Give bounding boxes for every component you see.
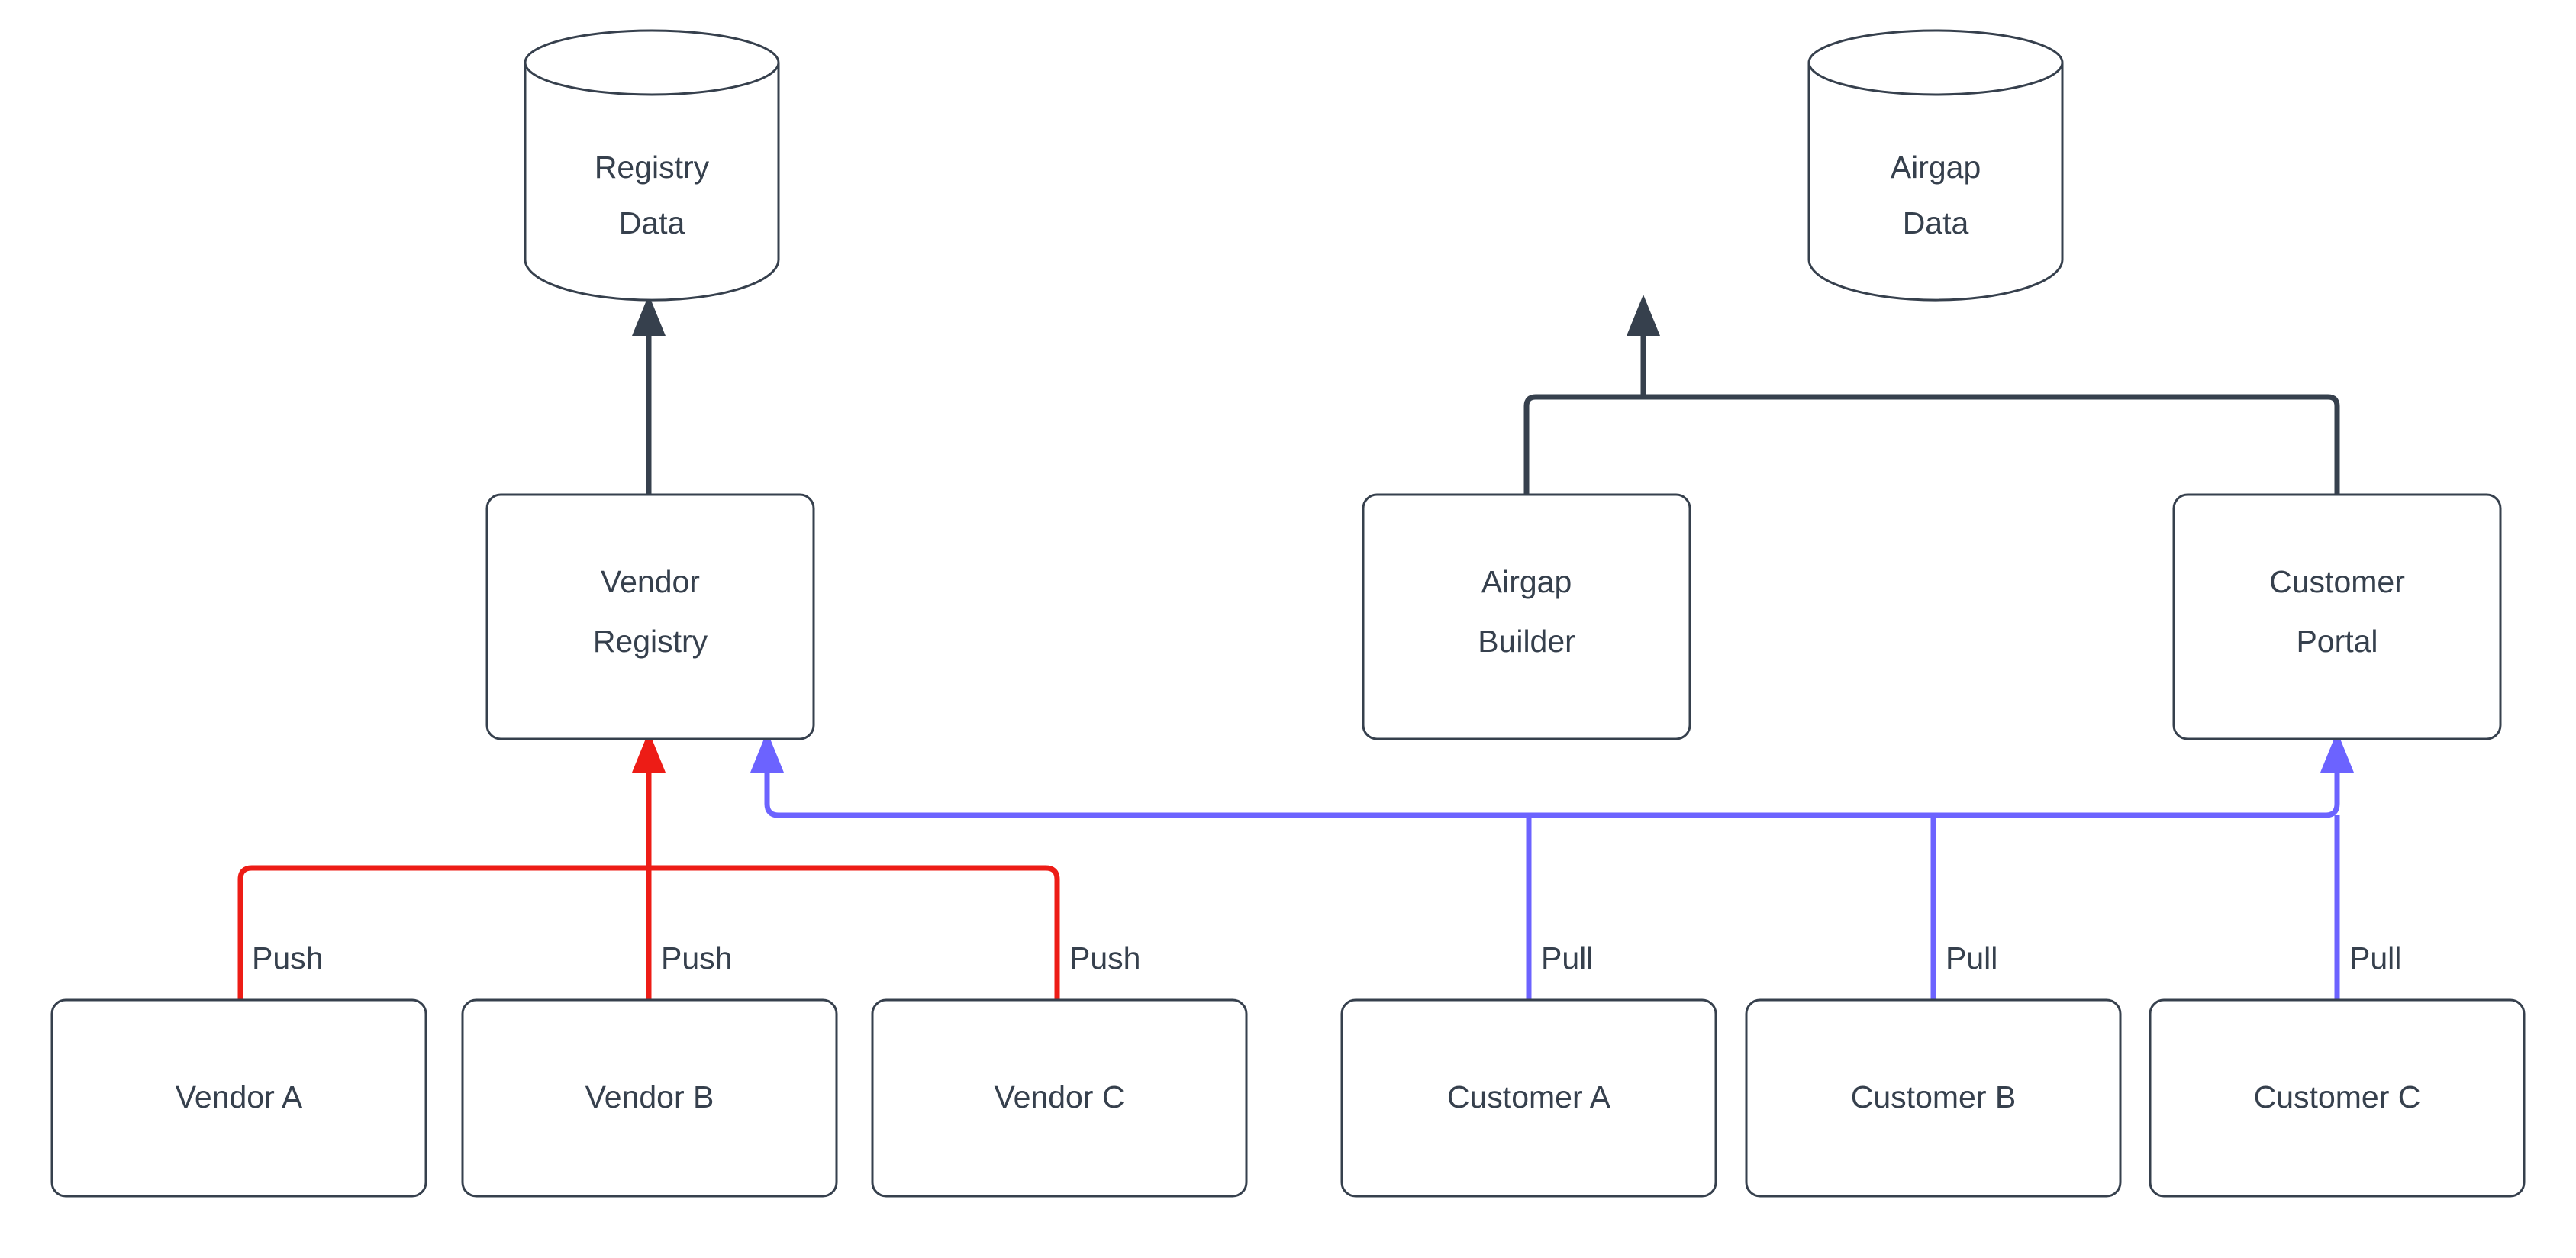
- node-box: [461, 998, 838, 1198]
- edge-label-pull-c: Pull: [2349, 940, 2401, 976]
- pull-bus-line: [764, 731, 2340, 818]
- node-label: Vendor A: [176, 1079, 303, 1114]
- node-vendor-c[interactable]: Vendor C: [871, 998, 1248, 1198]
- node-box: [1362, 493, 1691, 740]
- arrowhead-up-icon: [2320, 731, 2354, 773]
- node-vendor-registry[interactable]: Vendor Registry: [485, 493, 815, 740]
- node-box: [1745, 998, 2122, 1198]
- edge-push-bus-to-vendor-registry: [237, 731, 1060, 1000]
- edge-label-pull-a: Pull: [1541, 940, 1593, 976]
- edge-bus-line: [1523, 394, 2340, 495]
- edge-label-pull-b: Pull: [1946, 940, 1997, 976]
- node-customer-portal[interactable]: Customer Portal: [2172, 493, 2502, 740]
- datastore-airgap-data[interactable]: Airgap Data: [1807, 29, 2064, 302]
- node-box: [871, 998, 1248, 1198]
- node-label: Vendor C: [995, 1079, 1125, 1114]
- edge-vendor-registry-to-registry-data: [632, 295, 666, 495]
- node-vendor-b[interactable]: Vendor B: [461, 998, 838, 1198]
- node-label: Customer C: [2254, 1079, 2421, 1114]
- node-box: [50, 998, 427, 1198]
- node-customer-a[interactable]: Customer A: [1340, 998, 1717, 1198]
- node-box: [2172, 493, 2502, 740]
- edge-label-push-a: Push: [252, 940, 323, 976]
- edge-label-push-c: Push: [1069, 940, 1140, 976]
- arrowhead-up-icon: [632, 731, 666, 773]
- cylinder-top-icon: [1807, 29, 2064, 96]
- edge-airgap-bus-to-airgap-data: [1523, 295, 2340, 495]
- arrowhead-up-icon: [1627, 295, 1660, 336]
- node-label-line1: Customer: [2269, 564, 2405, 599]
- node-customer-c[interactable]: Customer C: [2149, 998, 2526, 1198]
- node-airgap-builder[interactable]: Airgap Builder: [1362, 493, 1691, 740]
- datastore-label-line1: Registry: [595, 150, 710, 185]
- datastore-registry-data[interactable]: Registry Data: [524, 29, 780, 302]
- arrowhead-up-icon: [750, 731, 784, 773]
- node-vendor-a[interactable]: Vendor A: [50, 998, 427, 1198]
- datastore-label-line2: Data: [619, 205, 685, 240]
- edge-label-push-b: Push: [661, 940, 732, 976]
- cylinder-body: [524, 63, 780, 302]
- arrowhead-up-icon: [632, 295, 666, 336]
- node-box: [2149, 998, 2526, 1198]
- edge-pull-bus: [750, 731, 2354, 1000]
- node-label-line2: Registry: [593, 624, 708, 659]
- node-label: Customer A: [1447, 1079, 1611, 1114]
- node-customer-b[interactable]: Customer B: [1745, 998, 2122, 1198]
- datastore-label-line2: Data: [1903, 205, 1969, 240]
- cylinder-top-icon: [524, 29, 780, 96]
- node-label: Vendor B: [585, 1079, 714, 1114]
- node-box: [485, 493, 815, 740]
- node-label-line1: Vendor: [601, 564, 700, 599]
- node-label: Customer B: [1851, 1079, 2016, 1114]
- datastore-label-line1: Airgap: [1891, 150, 1981, 185]
- node-box: [1340, 998, 1717, 1198]
- node-label-line2: Builder: [1478, 624, 1575, 659]
- node-label-line1: Airgap: [1481, 564, 1572, 599]
- cylinder-body: [1807, 63, 2064, 302]
- node-label-line2: Portal: [2296, 624, 2378, 659]
